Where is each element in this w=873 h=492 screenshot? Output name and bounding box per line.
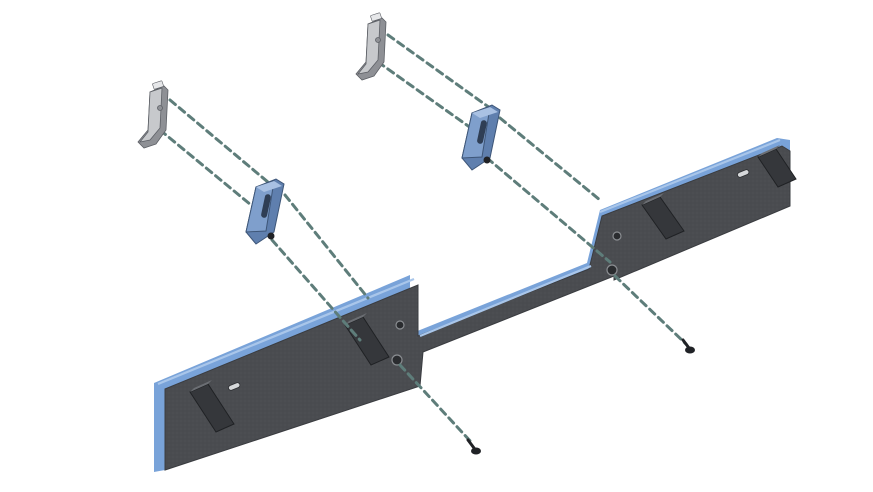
panel-hole — [612, 231, 622, 241]
panel-slot — [737, 169, 750, 178]
left-screw — [466, 438, 481, 455]
panel-hole — [606, 264, 618, 276]
left-clip — [137, 80, 169, 149]
panel-top-edge-right — [599, 138, 781, 214]
right-mount — [461, 104, 501, 171]
panel-top-edge-middle — [419, 264, 592, 338]
right-screw — [681, 338, 695, 354]
panel-hole — [395, 320, 405, 330]
panel-hole — [391, 354, 403, 366]
bracket-panel — [154, 138, 797, 472]
panel-hook — [344, 313, 390, 366]
right-clip — [355, 12, 387, 81]
assembly-lines — [158, 33, 688, 445]
panel-slot — [228, 382, 241, 391]
left-mount — [245, 178, 285, 245]
panel-top-edge-left — [157, 277, 415, 386]
panel-hook — [641, 193, 685, 240]
panel-hook — [757, 145, 797, 188]
panel-hook — [189, 380, 235, 433]
